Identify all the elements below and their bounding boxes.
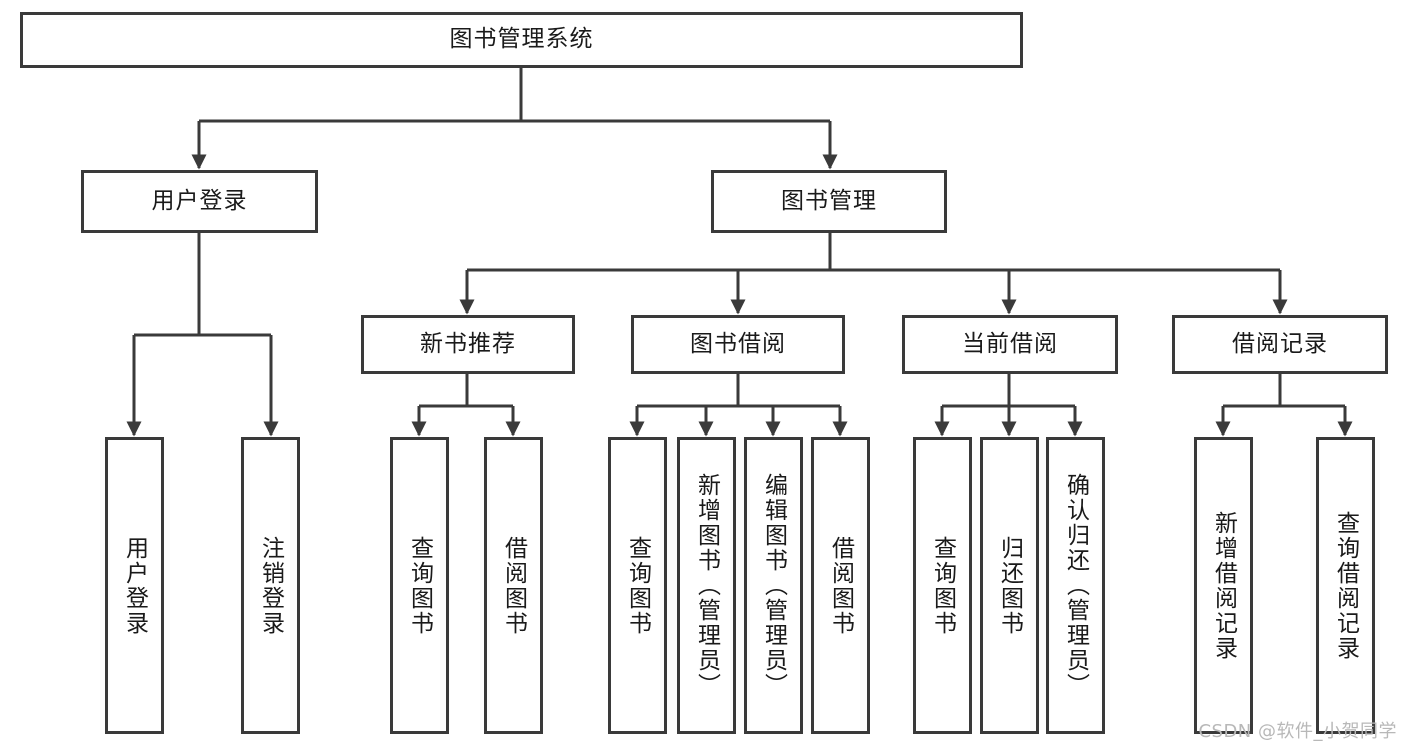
- node-leaf-borrow-book-brw-label: 借阅图书: [827, 535, 854, 636]
- node-leaf-confirm-return[interactable]: 确认归还（管理员）: [1046, 437, 1105, 734]
- node-leaf-user-logout[interactable]: 注销登录: [241, 437, 300, 734]
- node-leaf-query-book-brw-label: 查询图书: [624, 535, 651, 636]
- node-book-borrow-label: 图书借阅: [690, 330, 786, 357]
- node-root-label: 图书管理系统: [449, 26, 594, 53]
- node-leaf-user-logout-label: 注销登录: [257, 535, 284, 636]
- node-leaf-user-login[interactable]: 用户登录: [105, 437, 164, 734]
- node-leaf-query-book-rec-label: 查询图书: [406, 535, 433, 636]
- node-leaf-add-book[interactable]: 新增图书（管理员）: [677, 437, 736, 734]
- node-user-login-label: 用户登录: [151, 187, 248, 214]
- node-leaf-query-book-cur-label: 查询图书: [929, 535, 956, 636]
- node-leaf-borrow-book-rec-label: 借阅图书: [500, 535, 527, 636]
- node-new-book-rec-label: 新书推荐: [420, 330, 516, 357]
- node-root[interactable]: 图书管理系统: [20, 12, 1023, 68]
- node-new-book-rec[interactable]: 新书推荐: [361, 315, 575, 374]
- node-book-manage[interactable]: 图书管理: [711, 170, 947, 233]
- node-borrow-record-label: 借阅记录: [1232, 330, 1328, 357]
- node-leaf-user-login-label: 用户登录: [121, 535, 148, 636]
- node-leaf-return-book-label: 归还图书: [996, 535, 1023, 636]
- node-leaf-add-record-label: 新增借阅记录: [1210, 510, 1237, 661]
- node-user-login[interactable]: 用户登录: [81, 170, 318, 233]
- node-leaf-query-record[interactable]: 查询借阅记录: [1316, 437, 1375, 734]
- node-leaf-query-record-label: 查询借阅记录: [1332, 510, 1359, 661]
- node-leaf-edit-book[interactable]: 编辑图书（管理员）: [744, 437, 803, 734]
- node-leaf-query-book-brw[interactable]: 查询图书: [608, 437, 667, 734]
- node-leaf-add-record[interactable]: 新增借阅记录: [1194, 437, 1253, 734]
- node-leaf-edit-book-label: 编辑图书（管理员）: [760, 473, 787, 698]
- csdn-watermark: CSDN @软件_小贺同学: [1198, 721, 1397, 742]
- node-leaf-query-book-cur[interactable]: 查询图书: [913, 437, 972, 734]
- node-borrow-record[interactable]: 借阅记录: [1172, 315, 1388, 374]
- node-current-borrow[interactable]: 当前借阅: [902, 315, 1118, 374]
- node-current-borrow-label: 当前借阅: [962, 330, 1058, 357]
- node-leaf-borrow-book-brw[interactable]: 借阅图书: [811, 437, 870, 734]
- node-book-borrow[interactable]: 图书借阅: [631, 315, 845, 374]
- node-leaf-confirm-return-label: 确认归还（管理员）: [1062, 473, 1089, 698]
- node-leaf-add-book-label: 新增图书（管理员）: [693, 473, 720, 698]
- node-leaf-return-book[interactable]: 归还图书: [980, 437, 1039, 734]
- node-book-manage-label: 图书管理: [781, 187, 877, 214]
- node-leaf-query-book-rec[interactable]: 查询图书: [390, 437, 449, 734]
- node-leaf-borrow-book-rec[interactable]: 借阅图书: [484, 437, 543, 734]
